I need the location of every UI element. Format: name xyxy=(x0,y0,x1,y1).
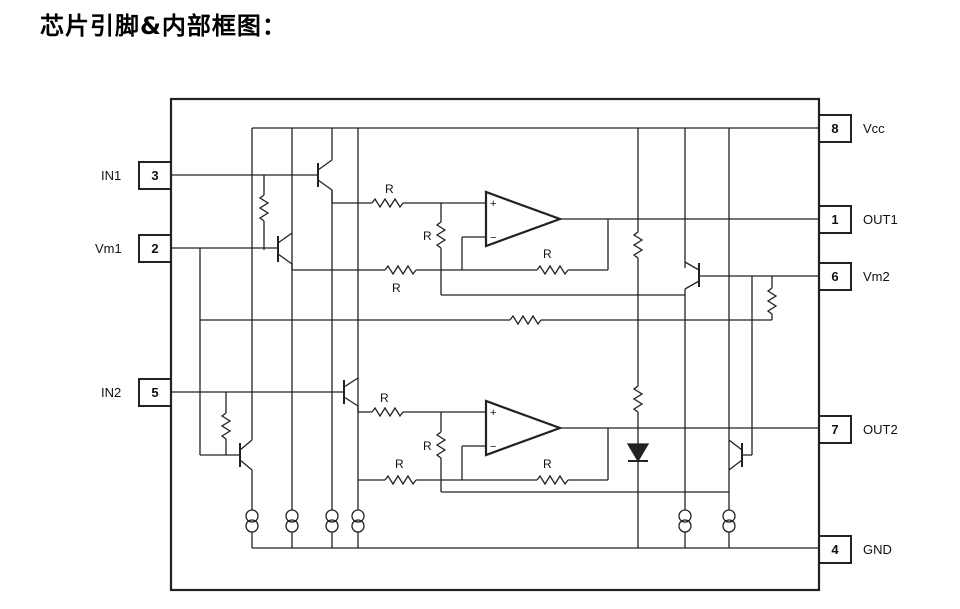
pin-6-name: Vm2 xyxy=(863,269,890,284)
pin-8: 8 Vcc xyxy=(818,114,885,143)
pin-3: 3 IN1 xyxy=(101,161,172,190)
pin-6: 6 Vm2 xyxy=(818,262,890,291)
op-amp-2-plus: + xyxy=(490,407,496,419)
resistor-r-opamp-1 xyxy=(536,264,569,276)
output-stage-out2 xyxy=(728,439,752,471)
pin-4-number: 4 xyxy=(831,542,839,557)
pin-5-number: 5 xyxy=(151,385,158,400)
resistor-r-div-1 xyxy=(435,221,447,249)
pin-7-number: 7 xyxy=(831,422,838,437)
op-amp-2-minus: − xyxy=(490,441,496,453)
resistor-bias-2 xyxy=(220,412,232,440)
resistor-r-label: R xyxy=(380,391,389,405)
resistor-r-label: R xyxy=(423,439,432,453)
op-amp-2: + − R R xyxy=(423,399,819,493)
input-stage-1: R R xyxy=(171,159,772,455)
resistor-r-fb-2 xyxy=(384,474,417,486)
resistor-r-in2 xyxy=(371,406,404,418)
pin-3-name: IN1 xyxy=(101,168,121,183)
resistor-r-label: R xyxy=(543,247,552,261)
resistor-vm2 xyxy=(766,287,778,315)
resistor-r-opamp-2 xyxy=(536,474,569,486)
current-source-5 xyxy=(678,509,692,548)
current-source-1 xyxy=(245,509,259,548)
pin-2-name: Vm1 xyxy=(95,241,122,256)
diode xyxy=(626,443,650,548)
pin-1-name: OUT1 xyxy=(863,212,898,227)
chip-body xyxy=(169,97,821,592)
resistor-vcc-div xyxy=(632,231,644,259)
resistor-r-label: R xyxy=(392,281,401,295)
op-amp-1: + − R R xyxy=(423,190,819,296)
vcc-rail xyxy=(251,127,819,510)
resistor-r-label: R xyxy=(395,457,404,471)
pin-7: 7 OUT2 xyxy=(818,415,898,444)
pin-5-name: IN2 xyxy=(101,385,121,400)
current-source-3 xyxy=(325,509,339,548)
pin-1: 1 OUT1 xyxy=(818,205,898,234)
current-source-4 xyxy=(351,509,365,548)
pin-5: 5 IN2 xyxy=(101,378,172,407)
pin-4-name: GND xyxy=(863,542,892,557)
pin-2-number: 2 xyxy=(151,241,158,256)
pin-4: 4 GND xyxy=(818,535,892,564)
pin-2: 2 Vm1 xyxy=(95,234,172,263)
resistor-vcc-div-2 xyxy=(632,385,644,413)
resistor-r-label: R xyxy=(385,182,394,196)
page-title: 芯片引脚&内部框图： xyxy=(40,12,287,40)
resistor-bias-1 xyxy=(258,194,270,222)
current-source-6 xyxy=(722,509,736,548)
resistor-r-label: R xyxy=(423,229,432,243)
resistor-r-div-2 xyxy=(435,431,447,459)
pin-8-number: 8 xyxy=(831,121,838,136)
op-amp-1-minus: − xyxy=(490,232,496,244)
resistor-r-label: R xyxy=(543,457,552,471)
op-amp-1-plus: + xyxy=(490,198,496,210)
output-stage-vm2 xyxy=(632,225,819,510)
current-source-2 xyxy=(285,509,299,548)
pin-8-name: Vcc xyxy=(863,121,885,136)
resistor-r-in1 xyxy=(371,197,404,209)
pin-3-number: 3 xyxy=(151,168,158,183)
pin-7-name: OUT2 xyxy=(863,422,898,437)
pin-1-number: 1 xyxy=(831,212,838,227)
resistor-cross xyxy=(509,314,542,326)
resistor-r-fb-1 xyxy=(384,264,417,276)
input-stage-2: R R xyxy=(171,240,486,510)
pin-6-number: 6 xyxy=(831,269,838,284)
